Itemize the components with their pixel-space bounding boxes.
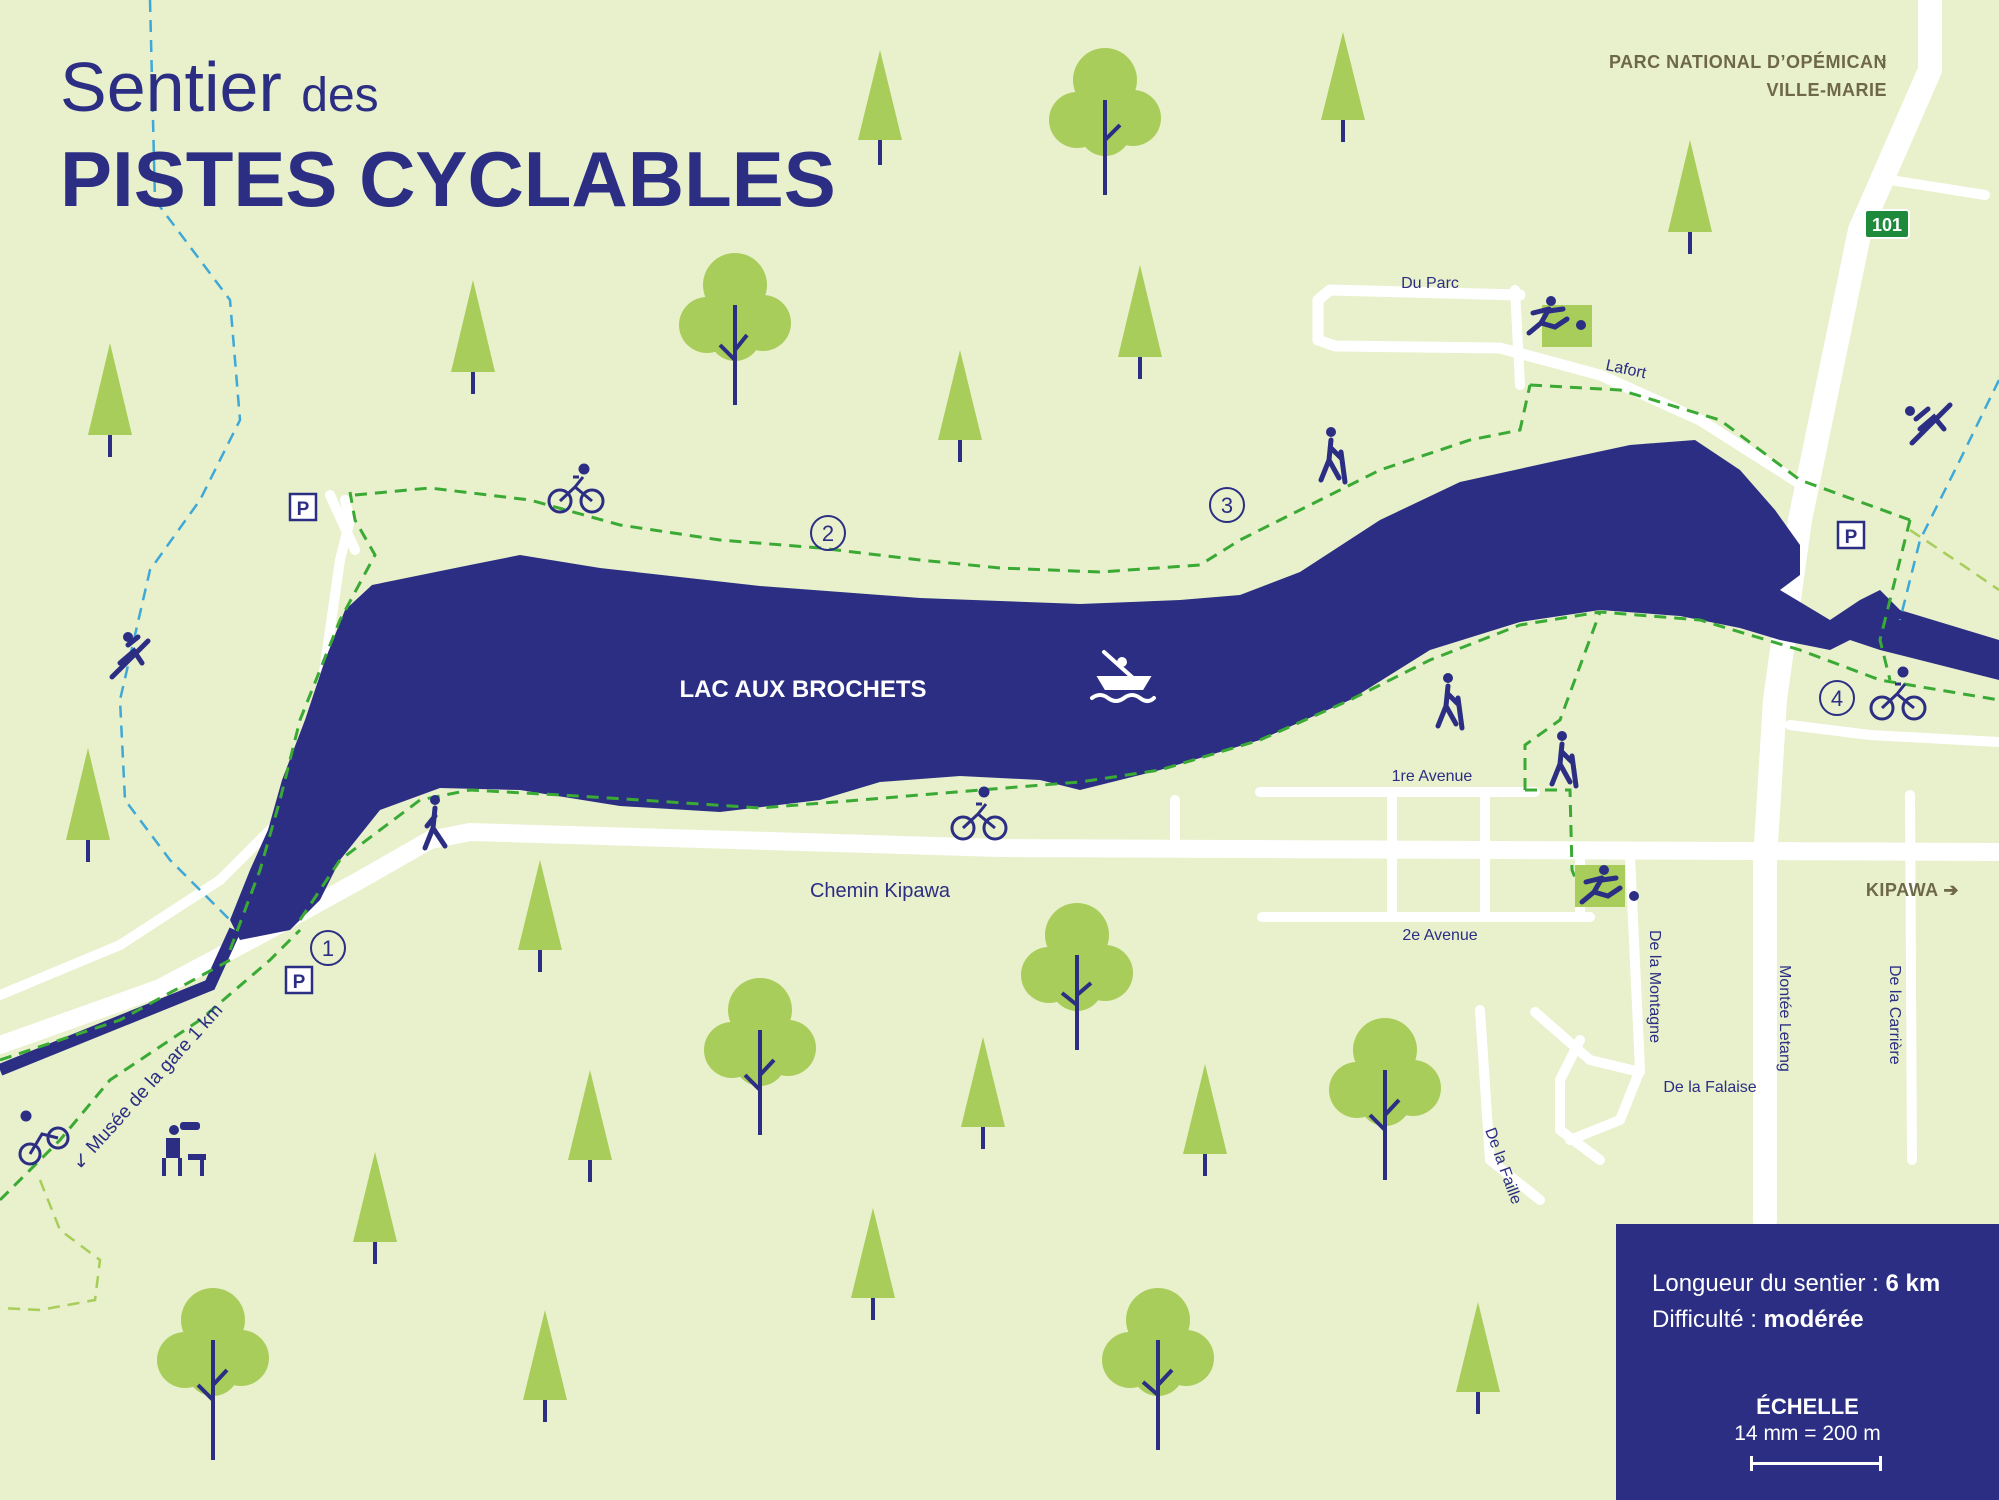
- trail-info-box: Longueur du sentier : 6 km Difficulté : …: [1616, 1224, 1999, 1500]
- round-tree: [1102, 1288, 1214, 1450]
- title-small: des: [301, 69, 379, 122]
- round-tree: [1049, 48, 1161, 195]
- street-montee-letang: Montée Letang: [1776, 965, 1793, 1072]
- length-label: Longueur du sentier :: [1652, 1270, 1886, 1297]
- parking-letter: P: [297, 499, 310, 520]
- waypoint-2: 2: [822, 521, 834, 546]
- pine-tree: [523, 1310, 567, 1422]
- scale-title: ÉCHELLE: [1756, 1394, 1859, 1419]
- round-tree: [1021, 903, 1133, 1050]
- pine-tree: [851, 1208, 895, 1320]
- length-value: 6 km: [1885, 1270, 1941, 1297]
- parking-icon: P: [284, 965, 314, 995]
- title-line2: PISTES CYCLABLES: [60, 135, 836, 223]
- pine-tree: [1321, 32, 1365, 142]
- parking-icon: P: [1836, 520, 1866, 550]
- street-de-la-carriere: De la Carrière: [1886, 965, 1903, 1065]
- pine-tree: [938, 350, 982, 462]
- snowmobile-icon: [109, 632, 151, 680]
- pine-tree: [1668, 140, 1712, 254]
- hiker-icon: [1435, 673, 1465, 731]
- bicycle-icon: [950, 786, 1008, 841]
- pine-tree: [66, 748, 110, 862]
- pine-tree: [451, 280, 495, 394]
- highway-shield: 101: [1864, 209, 1910, 239]
- parking-icon: P: [288, 492, 318, 522]
- waypoint: 2: [810, 515, 846, 551]
- scale-value: 14 mm = 200 m: [1734, 1422, 1881, 1445]
- hiker-icon: [1318, 427, 1348, 485]
- walker-icon: [422, 795, 448, 851]
- pine-tree: [961, 1037, 1005, 1149]
- stream: [0, 927, 241, 1076]
- north-arrow-icon: ↑: [1878, 52, 1889, 74]
- street-2e-avenue: 2e Avenue: [1402, 927, 1477, 944]
- bicycle-icon: [547, 463, 605, 514]
- dest-north-2: VILLE-MARIE: [1766, 80, 1887, 100]
- street-de-la-falaise: De la Falaise: [1663, 1079, 1756, 1096]
- pine-tree: [518, 860, 562, 972]
- dest-north-1: PARC NATIONAL D’OPÉMICAN: [1608, 52, 1887, 72]
- street-de-la-montagne: De la Montagne: [1646, 930, 1663, 1043]
- dest-east: KIPAWA ➔: [1865, 880, 1959, 900]
- observation-icon: [162, 1122, 206, 1176]
- map-title: Sentier des PISTES CYCLABLES: [60, 48, 836, 223]
- pine-tree: [858, 50, 902, 165]
- pine-tree: [353, 1152, 397, 1264]
- dest-musee: ↙ Musée de la gare 1 km: [68, 1000, 227, 1173]
- hiker-icon: [1549, 731, 1579, 789]
- round-tree: [704, 978, 816, 1135]
- waypoint-3: 3: [1221, 493, 1233, 518]
- street-chemin-kipawa: Chemin Kipawa: [810, 880, 951, 902]
- street-de-la-faille: De la Faille: [1481, 1126, 1524, 1207]
- highway-number: 101: [1872, 215, 1902, 235]
- parking-letter: P: [1845, 527, 1858, 548]
- bicycle-icon: [1869, 666, 1927, 721]
- waypoint: 4: [1819, 680, 1855, 716]
- pine-tree: [88, 343, 132, 457]
- scale-bar: [1750, 1456, 1882, 1471]
- pine-tree: [1183, 1064, 1227, 1176]
- waypoint-1: 1: [322, 936, 334, 961]
- light-trail: [0, 528, 1999, 1312]
- parking-letter: P: [293, 972, 306, 993]
- soccer-player-icon: [1526, 296, 1586, 336]
- soccer-player-icon: [1579, 865, 1639, 905]
- trees-pine: [66, 32, 1712, 1422]
- round-tree: [157, 1288, 269, 1460]
- bicycle-icon: [18, 1110, 70, 1166]
- street-du-parc: Du Parc: [1401, 275, 1459, 292]
- title-main: Sentier: [60, 48, 282, 126]
- round-tree: [679, 253, 791, 405]
- trail-length: Longueur du sentier : 6 km: [1652, 1270, 1940, 1298]
- pine-tree: [1456, 1302, 1500, 1414]
- difficulty-label: Difficulté :: [1652, 1306, 1764, 1333]
- pine-tree: [568, 1070, 612, 1182]
- waypoint-4: 4: [1831, 686, 1843, 711]
- lake-label: LAC AUX BROCHETS: [679, 676, 926, 703]
- snowmobile-icon: [1905, 402, 1953, 446]
- street-1re-avenue: 1re Avenue: [1392, 768, 1473, 785]
- kayak-icon: [1090, 650, 1156, 703]
- difficulty-value: modérée: [1763, 1306, 1864, 1333]
- trail-difficulty: Difficulté : modérée: [1652, 1306, 1864, 1334]
- waypoint: 3: [1209, 487, 1245, 523]
- winter-trail: [118, 0, 1999, 921]
- waypoint: 1: [310, 930, 346, 966]
- pine-tree: [1118, 265, 1162, 379]
- trees-round: [157, 48, 1441, 1460]
- round-tree: [1329, 1018, 1441, 1180]
